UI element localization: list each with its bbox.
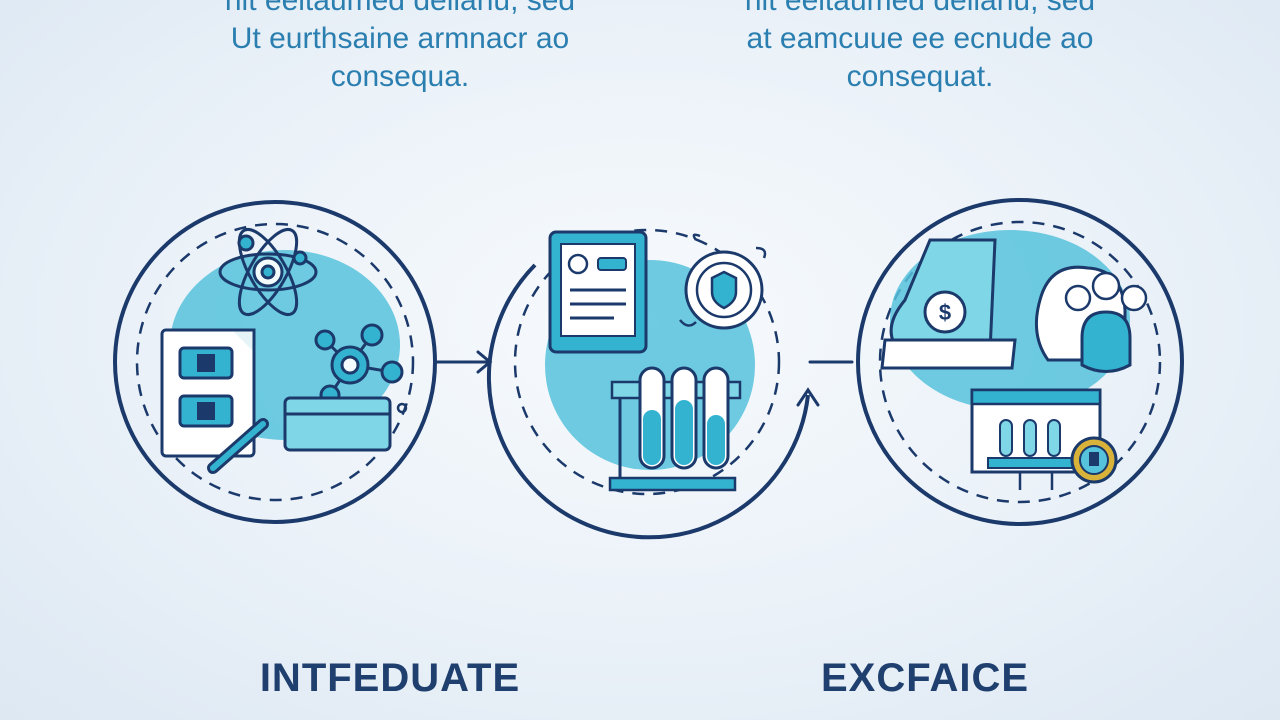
step-label-right: EXCFAICE: [820, 656, 1030, 700]
people-icon: [1034, 265, 1148, 373]
shield-icon: [679, 233, 767, 330]
card-icon: [283, 396, 392, 452]
step-label-left: INTFEDUATE: [259, 656, 521, 700]
bank-icon: [970, 388, 1118, 490]
test-tubes-icon: [608, 366, 742, 492]
document-icon: [548, 230, 648, 354]
pencil-icon: [207, 418, 269, 474]
arrow-up-icon: [796, 387, 820, 407]
caption-left-line-2: Ut eurthsaine armnacr ao: [230, 22, 570, 55]
chip-card-icon: [160, 328, 256, 458]
arrow-right-icon: [435, 350, 493, 374]
caption-right-line-2: at eamcuue ee ecnude ao: [746, 22, 1094, 55]
caption-left-line-3: consequa.: [330, 60, 470, 93]
caption-left-line-1: hit eeltaumed delianu, sed: [224, 0, 576, 17]
caption-left: hit eeltaumed delianu, sed Ut eurthsaine…: [180, 0, 620, 96]
step-circle-right: $: [856, 198, 1184, 526]
atom-icon: [218, 227, 318, 317]
svg-text:$: $: [939, 300, 951, 325]
caption-right-line-3: consequat.: [846, 60, 994, 93]
caption-right-line-1: hit eeltaumed delianu, sed: [744, 0, 1096, 17]
molecule-icon: [314, 323, 404, 406]
money-bag-icon: $: [880, 238, 1017, 370]
step-circle-middle: [486, 228, 810, 540]
step-circle-left: [113, 200, 437, 524]
caption-right: hit eeltaumed delianu, sed at eamcuue ee…: [700, 0, 1140, 96]
